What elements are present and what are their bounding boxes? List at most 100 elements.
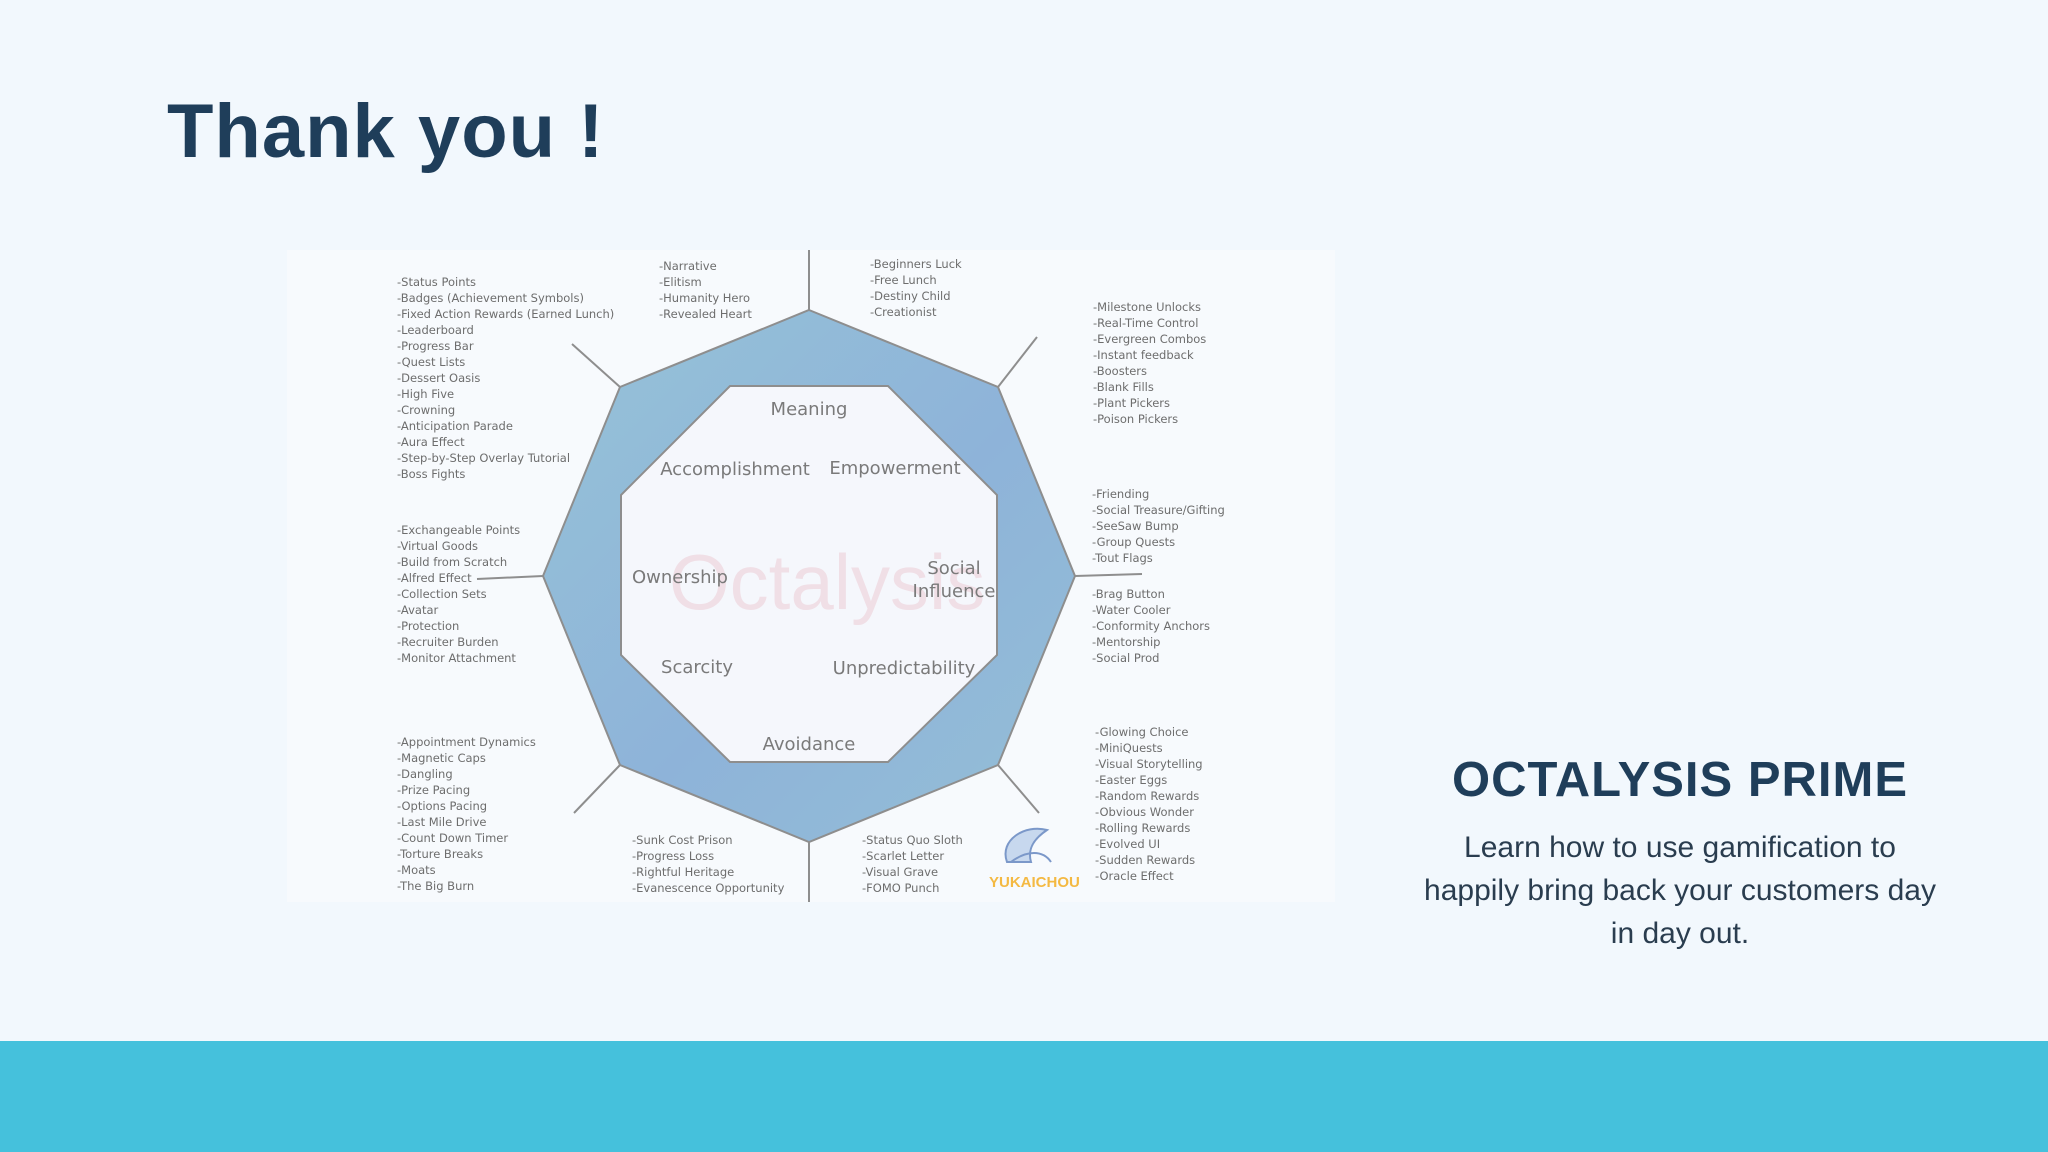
inner-octagon [620,385,998,763]
drive-label-influence: Influence [913,581,996,602]
technique-item: -Real-Time Control [1093,316,1199,330]
technique-item: -Scarlet Letter [862,849,945,863]
list-brag-techniques: -Brag Button-Water Cooler-Conformity Anc… [1092,586,1210,666]
technique-item: -Social Treasure/Gifting [1092,503,1225,517]
drive-label-empowerment: Empowerment [829,458,960,479]
list-friending-techniques: -Friending -Social Treasure/Gifting -SeeSa… [1092,486,1225,566]
technique-item: -Evanescence Opportunity [632,881,785,895]
drive-label-unpredictability: Unpredictability [833,658,976,679]
technique-item: -Brag Button [1092,587,1165,601]
technique-item: -Oracle Effect [1095,869,1174,883]
technique-item: -Monitor Attachment [397,651,516,665]
technique-item: -Visual Grave [862,865,939,879]
technique-item: -Visual Storytelling [1095,757,1203,771]
technique-item: -Dangling [397,767,453,781]
list-appointment-techniques: -Appointment Dynamics -Magnetic Caps -Dang… [397,734,536,894]
technique-item: -Prize Pacing [397,783,471,797]
list-status-techniques: -Status Points -Badges (Achievement Symbo… [397,274,614,482]
technique-item: -Rolling Rewards [1095,821,1191,835]
technique-item: -Sudden Rewards [1095,853,1196,867]
technique-item: -Last Mile Drive [397,815,487,829]
technique-item: -Blank Fills [1093,380,1154,394]
technique-item: -Water Cooler [1092,603,1171,617]
technique-item: -Glowing Choice [1095,725,1189,739]
technique-item: -Anticipation Parade [397,419,513,433]
technique-item: -Boosters [1093,364,1147,378]
technique-item: -Friending [1092,487,1150,501]
technique-item: -Magnetic Caps [397,751,486,765]
technique-item: -Milestone Unlocks [1093,300,1202,314]
technique-item: -Dessert Oasis [397,371,481,385]
technique-item: -The Big Burn [397,879,475,893]
technique-item: -Sunk Cost Prison [632,833,733,847]
octalysis-watermark: Octalysis [669,538,985,626]
drive-label-scarcity: Scarcity [661,657,733,678]
list-exchangeable-techniques: -Exchangeable Points -Virtual Goods -Build… [397,522,520,666]
yukaichou-logo-text: YUKAICHOU [989,874,1080,891]
promo-title: OCTALYSIS PRIME [1451,753,1909,807]
promo-text: Learn how to use gamification to happily… [1424,831,1936,950]
technique-item: -Build from Scratch [397,555,508,569]
technique-item: -Instant feedback [1093,348,1194,362]
drive-label-avoidance: Avoidance [763,734,856,755]
technique-item: -Creationist [870,305,937,319]
technique-item: -Tout Flags [1092,551,1153,565]
page-title: Thank you ! [167,89,605,174]
technique-item: -Collection Sets [397,587,487,601]
technique-item: -Quest Lists [397,355,466,369]
list-milestone-techniques: -Milestone Unlocks -Real-Time Control -Eve… [1093,299,1206,427]
technique-item: -High Five [397,387,455,401]
technique-item: -Free Lunch [870,273,937,287]
technique-item: -Recruiter Burden [397,635,499,649]
list-sunk-cost-techniques: -Sunk Cost Prison -Progress Loss -Rightful… [632,832,784,896]
technique-item: -Status Points [397,275,476,289]
technique-item: -Boss Fights [397,467,466,481]
technique-item: -Plant Pickers [1093,396,1171,410]
technique-item: -Progress Bar [397,339,474,353]
technique-item: -Humanity Hero [659,291,751,305]
technique-item: -Beginners Luck [870,257,962,271]
drive-label-ownership: Ownership [632,567,728,588]
drive-label-social: Social [927,558,980,579]
technique-item: -SeeSaw Bump [1092,519,1179,533]
drive-label-meaning: Meaning [771,399,848,420]
technique-item: -Evergreen Combos [1093,332,1207,346]
technique-item: -Progress Loss [632,849,715,863]
list-glowing-techniques: -Glowing Choice -MiniQuests -Visual Storyt… [1095,724,1203,884]
technique-item: -Exchangeable Points [397,523,521,537]
list-status-quo-techniques: -Status Quo Sloth-Scarlet Letter-Visual … [862,832,963,896]
technique-item: -Alfred Effect [397,571,472,585]
technique-item: -Aura Effect [397,435,465,449]
technique-item: -Torture Breaks [397,847,484,861]
technique-item: -FOMO Punch [862,881,940,895]
technique-item: -Social Prod [1092,651,1160,665]
technique-item: -Obvious Wonder [1095,805,1194,819]
octalysis-diagram: Octalysis Meaning Accomplishment Empower… [287,250,1335,902]
technique-item: -Crowning [397,403,456,417]
technique-item: -Avatar [397,603,439,617]
technique-item: -Step-by-Step Overlay Tutorial [397,451,571,465]
technique-item: -Virtual Goods [397,539,478,553]
technique-item: -Elitism [659,275,702,289]
technique-item: -Options Pacing [397,799,488,813]
promo-block: OCTALYSIS PRIME Learn how to use gamific… [1420,752,1940,955]
footer-bar [0,1041,2048,1152]
technique-item: -Rightful Heritage [632,865,735,879]
technique-item: -MiniQuests [1095,741,1163,755]
technique-item: -Appointment Dynamics [397,735,536,749]
technique-item: -Poison Pickers [1093,412,1179,426]
technique-item: -Fixed Action Rewards (Earned Lunch) [397,307,615,321]
technique-item: -Count Down Timer [397,831,509,845]
technique-item: -Revealed Heart [659,307,752,321]
technique-item: -Evolved UI [1095,837,1161,851]
technique-item: -Random Rewards [1095,789,1200,803]
list-narrative-techniques: -Narrative -Elitism -Humanity Hero -Reveale… [659,258,752,322]
technique-item: -Moats [397,863,436,877]
technique-item: -Destiny Child [870,289,951,303]
technique-item: -Mentorship [1092,635,1161,649]
drive-label-accomplishment: Accomplishment [660,459,810,480]
technique-item: -Protection [397,619,460,633]
technique-item: -Narrative [659,259,717,273]
technique-item: -Easter Eggs [1095,773,1168,787]
technique-item: -Badges (Achievement Symbols) [397,291,584,305]
